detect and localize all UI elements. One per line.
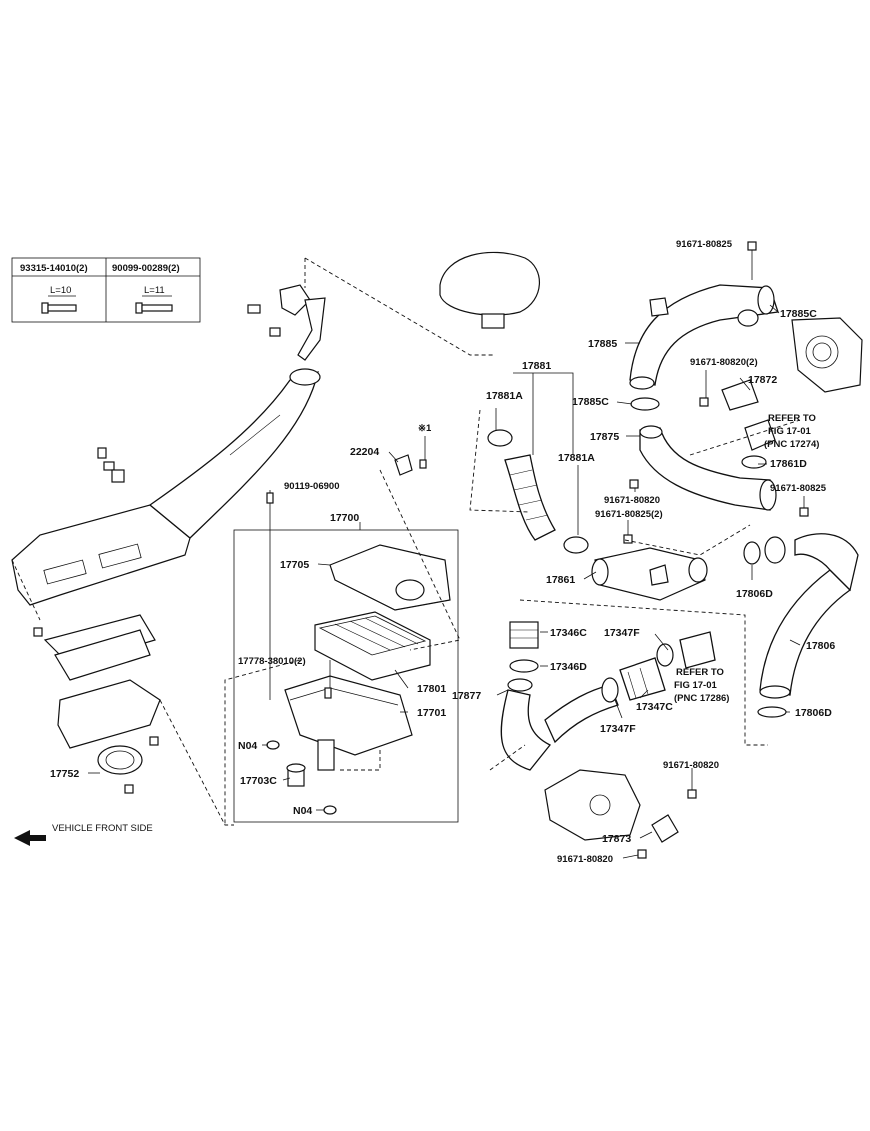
- duct-bracket: [247, 284, 326, 361]
- inlet-gasket: [33, 614, 156, 681]
- label-refer1-line1: REFER TO: [768, 413, 816, 424]
- hose-17881: [504, 454, 556, 541]
- label-91671-80825-right: 91671-80825: [770, 483, 827, 494]
- throttle-body-housing: [791, 317, 863, 393]
- bolt-table-col2-part: 90099-00289(2): [112, 263, 180, 274]
- label-refer2-line2: FIG 17-01: [674, 680, 717, 691]
- inlet-funnel-17752: [57, 679, 161, 794]
- bracket-17872: [699, 379, 759, 411]
- label-17885c-right: 17885C: [780, 308, 817, 320]
- hose-17347C-17347F: [601, 631, 716, 703]
- clamp-17885C: [630, 309, 759, 411]
- bolt-table-col1-length: L=10: [50, 285, 71, 296]
- label-91671-80820-mid: 91671-80820: [604, 495, 660, 506]
- label-91671-80825-top: 91671-80825: [676, 239, 733, 250]
- label-17346d: 17346D: [550, 661, 587, 673]
- dashed-group-lines: [11, 257, 801, 826]
- hose-17346C-17346D: [509, 621, 539, 673]
- hose-17861D: [741, 419, 776, 469]
- air-filter-element-17801: [314, 611, 431, 681]
- label-N04-lower: N04: [293, 805, 312, 817]
- bolt-90119: [266, 492, 332, 699]
- label-17778-38010: 17778-38010(2): [238, 656, 306, 667]
- label-17346c: 17346C: [550, 627, 587, 639]
- bolt-icon: [135, 295, 173, 314]
- bolt-icon: [41, 295, 77, 314]
- label-17861d: 17861D: [770, 458, 807, 470]
- label-17875: 17875: [590, 431, 619, 443]
- label-22204: 22204: [350, 446, 379, 458]
- label-17806d-lower: 17806D: [795, 707, 832, 719]
- label-17700: 17700: [330, 512, 359, 524]
- label-17885c-left: 17885C: [572, 396, 609, 408]
- label-17885: 17885: [588, 338, 617, 350]
- label-refer1-line2: FIG 17-01: [768, 426, 811, 437]
- bolt-stack: [97, 447, 125, 483]
- air-hose-17875: [639, 425, 777, 511]
- air-connector-17861: [591, 547, 708, 601]
- air-cleaner-case-17701: [284, 675, 413, 771]
- label-17881a-left: 17881A: [486, 390, 523, 402]
- label-17881: 17881: [522, 360, 551, 372]
- label-17703c: 17703C: [240, 775, 277, 787]
- label-vehicle-front: VEHICLE FRONT SIDE: [52, 823, 153, 834]
- label-17873: 17873: [602, 833, 631, 845]
- label-17806: 17806: [806, 640, 835, 652]
- label-17877: 17877: [452, 690, 481, 702]
- label-91671-80820-lower: 91671-80820: [663, 760, 719, 771]
- air-inlet-cap-dome: [439, 251, 540, 329]
- label-91671-80825-2: 91671-80825(2): [595, 509, 663, 520]
- label-17861: 17861: [546, 574, 575, 586]
- turbo-housing: [544, 769, 641, 841]
- vehicle-front-arrow-icon: [14, 830, 46, 846]
- leader-lines: [88, 250, 805, 859]
- clamp-17806D: [743, 541, 787, 718]
- label-17347c: 17347C: [636, 701, 673, 713]
- bolt-spec-table: 93315-14010(2) 90099-00289(2) L=10 L=11: [11, 257, 201, 323]
- label-91671-80820-2: 91671-80820(2): [690, 357, 758, 368]
- bolt-table-col2-length: L=11: [144, 285, 165, 296]
- label-17801: 17801: [417, 683, 446, 695]
- bolt-table-col1-part: 93315-14010(2): [20, 263, 88, 274]
- intercooler-hose-17806: [759, 533, 859, 699]
- label-91671-80820-bottom: 91671-80820: [557, 854, 613, 865]
- label-N04-upper: N04: [238, 740, 257, 752]
- drain-valve-17703C: [286, 763, 306, 787]
- snorkel-duct: [11, 368, 321, 606]
- label-17881a-right: 17881A: [558, 452, 595, 464]
- pipe-17877: [500, 678, 619, 771]
- label-17347f-top: 17347F: [604, 627, 640, 639]
- resonator-hose-17885: [629, 284, 779, 390]
- bolt-91671: [623, 241, 809, 544]
- label-note-x1: ※1: [418, 423, 432, 434]
- label-17806d-upper: 17806D: [736, 588, 773, 600]
- label-90119-06900: 90119-06900: [284, 481, 339, 492]
- label-17347f-bottom: 17347F: [600, 723, 636, 735]
- label-refer2-line3: (PNC 17286): [674, 693, 729, 704]
- air-cleaner-group-box: [233, 529, 459, 823]
- air-cleaner-cap-17705: [329, 544, 451, 611]
- label-17705: 17705: [280, 559, 309, 571]
- label-17752: 17752: [50, 768, 79, 780]
- label-refer1-line3: (PNC 17274): [764, 439, 819, 450]
- label-17872: 17872: [748, 374, 777, 386]
- bracket-17873: [637, 789, 697, 859]
- sensor-22204: [394, 454, 427, 476]
- grommet-N04: [266, 740, 337, 815]
- label-17701: 17701: [417, 707, 446, 719]
- clamp-17881A: [487, 429, 589, 554]
- label-refer2-line1: REFER TO: [676, 667, 724, 678]
